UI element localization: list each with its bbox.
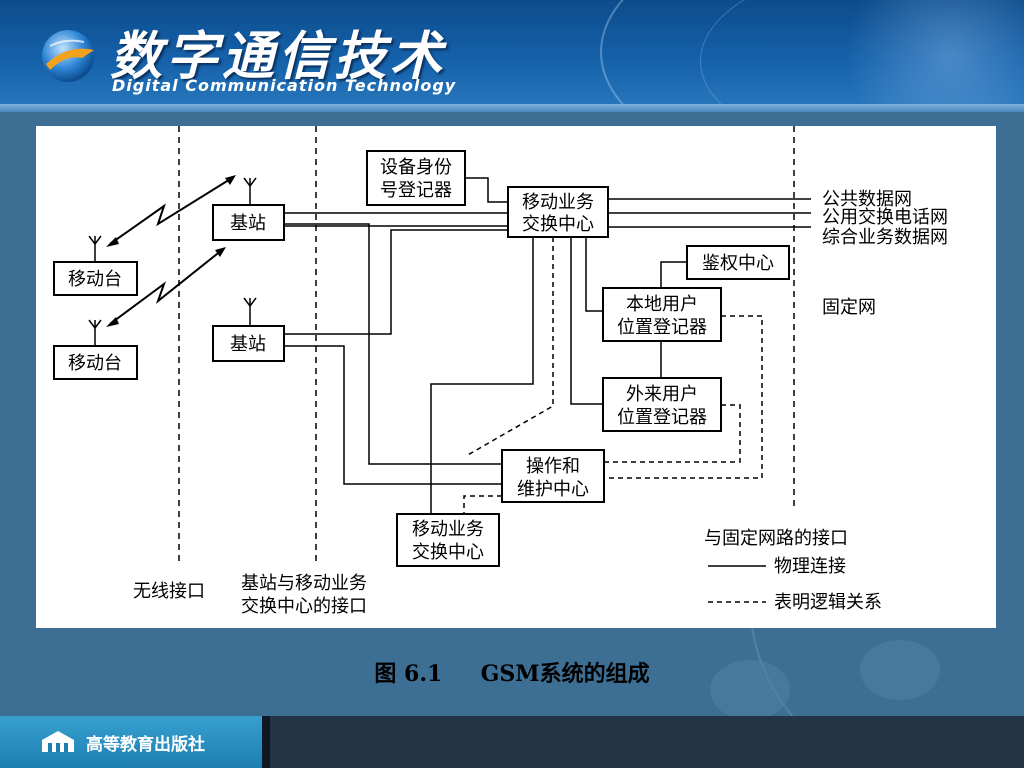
- public-data-network-label: 公共数据网: [822, 189, 912, 210]
- device-id-register-label-1: 设备身份: [380, 157, 452, 178]
- isdn-label: 综合业务数据网: [822, 227, 948, 248]
- app-title: 数字通信技术: [110, 27, 447, 87]
- header-banner: 数字通信技术 Digital Communication Technology: [0, 0, 1024, 112]
- fixed-network-interface-label: 与固定网路的接口: [704, 528, 848, 549]
- auth-center-label: 鉴权中心: [702, 253, 774, 274]
- antenna-icon: [88, 235, 102, 262]
- msc-secondary-label-1: 移动业务: [412, 519, 484, 540]
- header-stripe: [0, 104, 1024, 112]
- pstn-label: 公用交换电话网: [822, 207, 948, 228]
- mobile-station-1-box: [53, 261, 138, 296]
- globe-logo-icon: [42, 30, 94, 82]
- legend-physical-label: 物理连接: [774, 556, 846, 577]
- mobile-station-2-label: 移动台: [68, 353, 122, 374]
- bs-msc-interface-label-2: 交换中心的接口: [241, 596, 367, 617]
- radio-link-arrow-icon: [109, 177, 233, 245]
- component-boxes: [53, 150, 790, 567]
- bs-msc-interface-label-1: 基站与移动业务: [241, 573, 367, 594]
- mobile-station-1-label: 移动台: [68, 269, 122, 290]
- msc-main-label-2: 交换中心: [522, 214, 594, 235]
- omc-box: [501, 449, 605, 503]
- footer-bar: 高等教育出版社: [0, 716, 1024, 768]
- device-id-register-box: [366, 150, 466, 206]
- header-decoration-ring: [600, 0, 1024, 112]
- arrowhead-icon: [106, 317, 119, 327]
- legend-logical-label: 表明逻辑关系: [774, 592, 882, 613]
- auth-center-box: [686, 245, 790, 280]
- gsm-system-diagram: 设备身份 号登记器 移动业务 交换中心 基站 基站 移动台 移动台 鉴权中心 本…: [53, 126, 948, 617]
- physical-connections: [284, 177, 811, 514]
- diagram-panel: 设备身份 号登记器 移动业务 交换中心 基站 基站 移动台 移动台 鉴权中心 本…: [36, 126, 996, 628]
- msc-main-label-1: 移动业务: [522, 192, 594, 213]
- arrowhead-icon: [215, 247, 226, 257]
- mobile-station-2-box: [53, 345, 138, 380]
- base-station-2-label: 基站: [230, 334, 266, 355]
- wireless-interface-label: 无线接口: [133, 581, 205, 602]
- app-subtitle: Digital Communication Technology: [112, 76, 457, 95]
- device-id-register-label-2: 号登记器: [380, 180, 452, 201]
- msc-secondary-box: [396, 513, 500, 567]
- fixed-network-label: 固定网: [822, 297, 876, 318]
- figure-caption: 图 6.1 GSM系统的组成: [374, 661, 650, 687]
- omc-label-2: 维护中心: [517, 479, 589, 500]
- header-decoration-glow: [820, 0, 1024, 112]
- footer-divider: [262, 716, 270, 768]
- publisher-logo-icon: [42, 731, 74, 752]
- base-station-1-box: [212, 204, 285, 241]
- msc-main-box: [507, 186, 609, 238]
- base-station-1-label: 基站: [230, 213, 266, 234]
- arrowhead-icon: [106, 237, 119, 247]
- hlr-box: [602, 287, 722, 342]
- vlr-label-2: 位置登记器: [617, 407, 707, 428]
- footer-publisher-area: 高等教育出版社: [0, 716, 262, 768]
- radio-link-arrow-icon: [109, 249, 223, 325]
- hlr-label-1: 本地用户: [626, 294, 698, 315]
- base-station-2-box: [212, 325, 285, 362]
- omc-label-1: 操作和: [526, 456, 580, 477]
- publisher-name: 高等教育出版社: [86, 735, 205, 755]
- antenna-icon: [88, 319, 102, 346]
- header-decoration-ring: [700, 0, 1024, 112]
- antenna-icon: [243, 177, 257, 205]
- msc-secondary-label-2: 交换中心: [412, 542, 484, 563]
- arrowhead-icon: [225, 175, 236, 185]
- hlr-label-2: 位置登记器: [617, 317, 707, 338]
- vlr-box: [602, 377, 722, 432]
- vlr-label-1: 外来用户: [626, 384, 698, 405]
- antenna-icon: [243, 297, 257, 326]
- logical-connections: [463, 237, 763, 514]
